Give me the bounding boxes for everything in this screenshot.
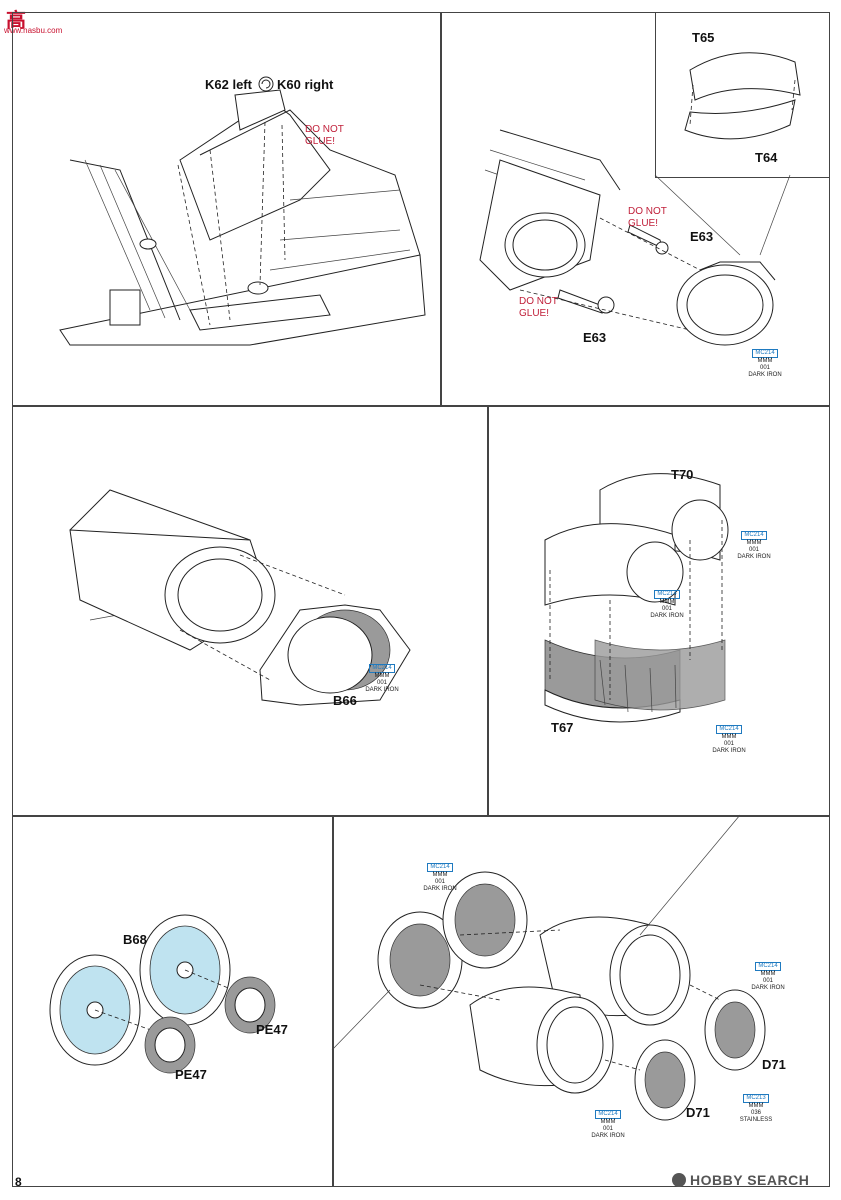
paint-callout: MC214 MMM 001 DARK IRON	[645, 590, 689, 620]
paint-callout: MC214 MMM 001 DARK IRON	[745, 349, 785, 379]
label-d71-b: D71	[686, 1105, 710, 1120]
paint-name: DARK IRON	[712, 748, 746, 754]
paint-line2: MMM	[600, 1119, 616, 1125]
label-t67: T67	[551, 720, 574, 735]
paint-name: STAINLESS	[739, 1117, 773, 1123]
page-number: 8	[15, 1175, 22, 1189]
paint-code: MC214	[741, 531, 767, 540]
paint-name: DARK IRON	[650, 613, 684, 619]
panel-6-frame	[332, 815, 830, 1187]
paint-callout: MC214 MMM 001 DARK IRON	[746, 962, 790, 992]
paint-callout: MC214 MMM 001 DARK IRON	[732, 531, 776, 561]
paint-callout: MC213 MMM 036 STAINLESS	[733, 1094, 779, 1124]
panel6-assembly	[331, 814, 766, 1121]
paint-name: DARK IRON	[365, 687, 399, 693]
paint-code: MC214	[595, 1110, 621, 1119]
label-t70: T70	[671, 467, 694, 482]
panel-5-frame	[12, 815, 334, 1187]
label-pe47-a: PE47	[256, 1022, 288, 1037]
paint-line3: 036	[750, 1110, 761, 1116]
rotate-icon	[258, 76, 274, 92]
paint-line2: MMM	[721, 734, 737, 740]
panel-1-frame	[12, 12, 442, 407]
paint-name: DARK IRON	[591, 1133, 625, 1139]
paint-callout: MC214 MMM 001 DARK IRON	[418, 863, 462, 893]
paint-code: MC214	[755, 962, 781, 971]
paint-line3: 001	[748, 547, 759, 553]
label-pe47-b: PE47	[175, 1067, 207, 1082]
panel-3-frame	[12, 405, 489, 817]
panel-2-frame	[440, 12, 830, 407]
label-t64: T64	[755, 150, 778, 165]
panel1-fuselage	[59, 76, 426, 346]
paint-line3: 001	[759, 365, 770, 371]
paint-callout: MC214 MMM 001 DARK IRON	[362, 664, 402, 694]
paint-code: MC213	[743, 1094, 769, 1103]
paint-code: MC214	[716, 725, 742, 734]
panel5-assembly	[49, 914, 276, 1074]
label-b66: B66	[333, 693, 357, 708]
watermark-logo: 高 www.hasbu.com	[4, 4, 74, 38]
watermark-site: www.hasbu.com	[4, 26, 63, 35]
panel2-assembly	[479, 52, 801, 346]
paint-name: DARK IRON	[748, 372, 782, 378]
paint-code: MC214	[752, 349, 778, 358]
panel-2-inset	[655, 12, 829, 178]
paint-callout: MC214 MMM 001 DARK IRON	[707, 725, 751, 755]
panel-4-frame	[487, 405, 830, 817]
paint-line2: MMM	[748, 1103, 764, 1109]
warning-do-not-glue-a: DO NOT GLUE!	[628, 206, 667, 229]
paint-line3: 001	[762, 978, 773, 984]
watermark-hobbysearch: HOBBY SEARCH	[672, 1172, 809, 1188]
label-e63-b: E63	[583, 330, 607, 345]
label-t65: T65	[692, 30, 715, 45]
paint-line2: MMM	[760, 971, 776, 977]
paint-line2: MMM	[432, 872, 448, 878]
paint-code: MC214	[369, 664, 395, 673]
paint-code: MC214	[654, 590, 680, 599]
paint-line2: MMM	[757, 358, 773, 364]
watermark-glyph: 高	[6, 10, 26, 32]
paint-name: DARK IRON	[751, 985, 785, 991]
label-b68: B68	[123, 932, 147, 947]
label-e63-a: E63	[690, 229, 714, 244]
paint-line3: 001	[434, 879, 445, 885]
panel4-assembly	[544, 473, 729, 723]
paint-code: MC214	[427, 863, 453, 872]
hobbysearch-brand: HOBBY SEARCH	[690, 1172, 810, 1188]
warning-do-not-glue-b: DO NOT GLUE!	[519, 296, 558, 319]
panel3-assembly	[69, 489, 411, 706]
hobbysearch-logo-icon	[672, 1173, 686, 1187]
label-d71-a: D71	[762, 1057, 786, 1072]
paint-line3: 001	[723, 741, 734, 747]
paint-callout: MC214 MMM 001 DARK IRON	[586, 1110, 630, 1140]
paint-line3: 001	[661, 606, 672, 612]
label-k60-right: K60 right	[277, 77, 334, 92]
paint-line3: 001	[376, 680, 387, 686]
label-k62-left: K62 left	[205, 77, 252, 92]
paint-line2: MMM	[374, 673, 390, 679]
paint-name: DARK IRON	[423, 886, 457, 892]
paint-line3: 001	[602, 1126, 613, 1132]
paint-name: DARK IRON	[737, 554, 771, 560]
warning-do-not-glue: DO NOT GLUE!	[305, 124, 344, 147]
paint-line2: MMM	[659, 599, 675, 605]
paint-line2: MMM	[746, 540, 762, 546]
